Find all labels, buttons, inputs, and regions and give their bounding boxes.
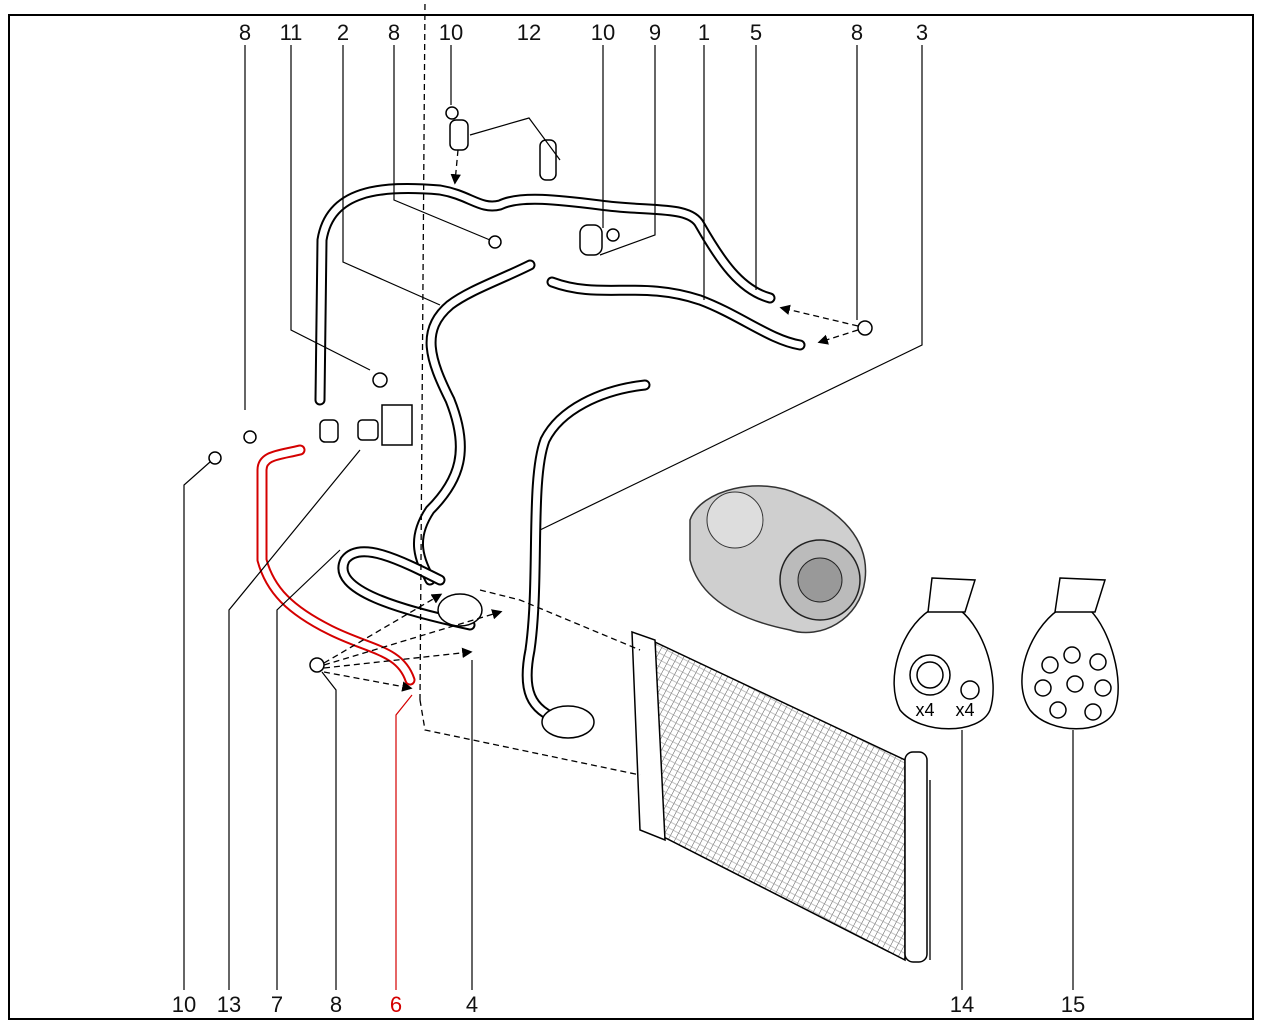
pipe-3 <box>527 385 645 720</box>
callout-12: 12 <box>517 20 541 45</box>
callout-7: 7 <box>271 992 283 1017</box>
callout-11: 11 <box>280 20 303 45</box>
kit-14-bag: x4 x4 <box>893 577 994 730</box>
callout-10: 10 <box>172 992 196 1017</box>
callout-5: 5 <box>750 20 762 45</box>
kit-15-bag <box>1021 577 1119 730</box>
pipe-6-highlighted <box>262 450 410 680</box>
callout-14: 14 <box>950 992 974 1017</box>
assembly-arrows <box>323 0 859 776</box>
callout-10: 10 <box>439 20 463 45</box>
callout-4: 4 <box>466 992 478 1017</box>
diagram-frame <box>8 14 1254 1020</box>
kit-14-qty-b: x4 <box>955 700 974 720</box>
callout-8: 8 <box>239 20 251 45</box>
top-callouts: 8 11 2 8 10 12 10 9 1 5 8 3 <box>239 20 928 45</box>
leader-lines <box>183 45 1074 990</box>
kit-14-qty-a: x4 <box>915 700 934 720</box>
pipe-2 <box>418 265 530 580</box>
callout-2: 2 <box>337 20 349 45</box>
callout-10: 10 <box>591 20 615 45</box>
bottom-callouts: 10 13 7 8 6 4 14 15 <box>172 992 1085 1017</box>
callout-13: 13 <box>217 992 241 1017</box>
callout-3: 3 <box>916 20 928 45</box>
callout-6-highlighted: 6 <box>390 992 402 1017</box>
callout-8: 8 <box>330 992 342 1017</box>
callout-9: 9 <box>649 20 661 45</box>
callout-8: 8 <box>851 20 863 45</box>
callout-8: 8 <box>388 20 400 45</box>
fittings <box>208 106 873 739</box>
callout-1: 1 <box>698 20 710 45</box>
callout-15: 15 <box>1061 992 1085 1017</box>
compressor <box>689 485 867 634</box>
pipe-9 <box>320 188 770 400</box>
condenser <box>631 630 931 963</box>
